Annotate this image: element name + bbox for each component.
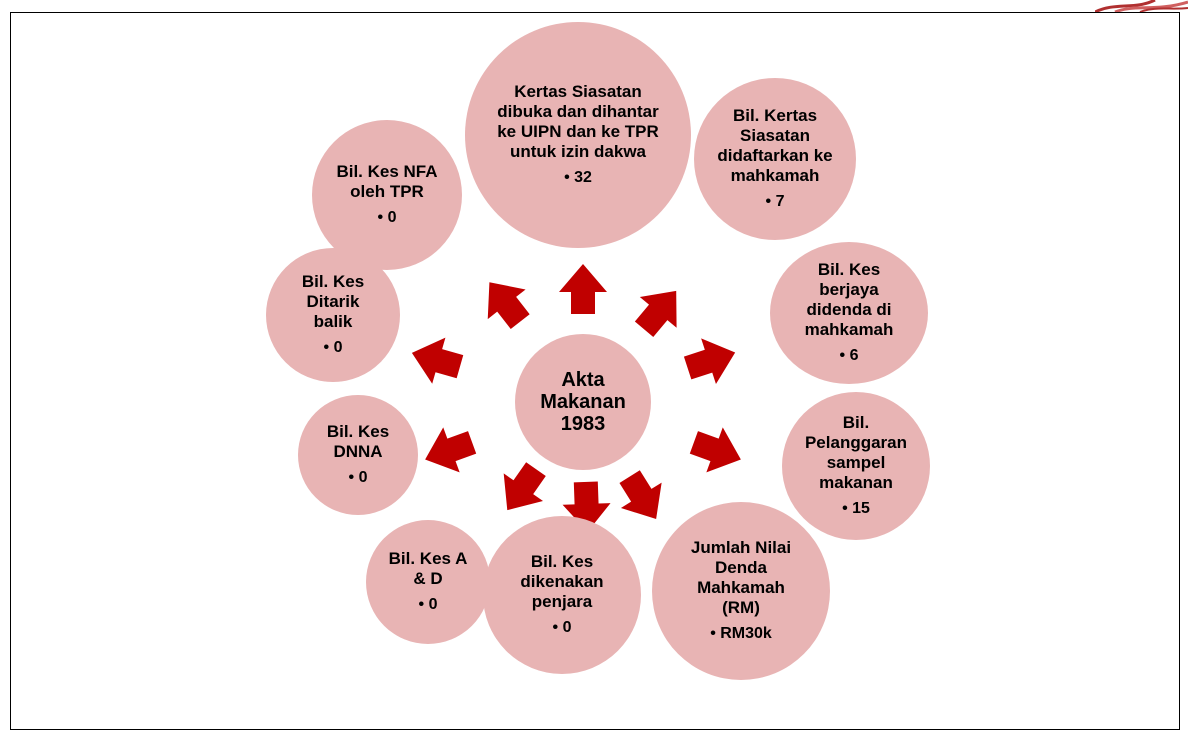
node-value-text: 32 [574,169,592,186]
arrow-10 [487,282,530,330]
node-kes-dnna: Bil. Kes DNNA • 0 [298,395,418,515]
node-value: • 6 [839,347,859,364]
node-kes-nfa: Bil. Kes NFA oleh TPR • 0 [312,120,462,270]
node-kertas-siasatan-dibuka: Kertas Siasatan dibuka dan dihantar ke U… [465,22,691,248]
node-kes-ditarik-balik: Bil. Kes Ditarik balik • 0 [266,248,400,382]
node-value: • 32 [564,169,592,186]
node-kes-penjara: Bil. Kes dikenakan penjara • 0 [483,516,641,674]
node-value: • 0 [552,619,572,636]
arrow-5 [619,470,662,520]
node-jumlah-nilai-denda: Jumlah Nilai Denda Mahkamah (RM) • RM30k [652,502,830,680]
node-value-text: 0 [562,619,572,636]
node-value: • RM30k [710,625,772,642]
center-node: Akta Makanan 1983 [515,334,651,470]
node-pelanggaran-sampel: Bil. Pelanggaran sampel makanan • 15 [782,392,930,540]
arrow-3 [683,338,736,385]
arrow-4 [689,427,741,473]
arrow-7 [503,462,546,511]
node-kertas-siasatan-didaftarkan: Bil. Kertas Siasatan didaftarkan ke mahk… [694,78,856,240]
node-label: Bil. Kes Ditarik balik [301,272,365,331]
node-value: • 0 [323,339,343,356]
node-label: Kertas Siasatan dibuka dan dihantar ke U… [497,82,659,161]
node-value: • 0 [377,209,397,226]
node-value-text: RM30k [720,625,772,642]
node-label: Jumlah Nilai Denda Mahkamah (RM) [690,538,792,617]
node-value-text: 0 [358,469,368,486]
node-value-text: 0 [387,209,397,226]
node-value-text: 7 [775,193,785,210]
node-value: • 7 [765,193,785,210]
node-label: Bil. Kertas Siasatan didaftarkan ke mahk… [717,106,833,185]
node-kes-a-d: Bil. Kes A & D • 0 [366,520,490,644]
node-label: Bil. Pelanggaran sampel makanan [804,413,908,492]
node-label: Bil. Kes dikenakan penjara [520,552,604,611]
arrow-2 [634,290,677,337]
arrow-1 [559,264,607,314]
arrow-8 [425,427,477,473]
node-label: Bil. Kes berjaya didenda di mahkamah [804,260,894,339]
arrow-6 [562,481,611,532]
node-label: Bil. Kes DNNA [326,422,390,461]
corner-decoration-image [1095,0,1188,12]
node-value-text: 0 [333,339,343,356]
node-label: Bil. Kes A & D [388,549,468,588]
arrow-9 [411,337,464,384]
node-kes-berjaya-didenda: Bil. Kes berjaya didenda di mahkamah • 6 [770,242,928,384]
node-value-text: 6 [849,347,859,364]
node-value: • 0 [418,596,438,613]
node-value: • 15 [842,500,870,517]
node-value-text: 15 [852,500,870,517]
node-value-text: 0 [428,596,438,613]
slide-frame [10,12,1180,730]
node-value: • 0 [348,469,368,486]
node-label: Bil. Kes NFA oleh TPR [336,162,438,201]
center-title: Akta Makanan 1983 [540,369,626,435]
